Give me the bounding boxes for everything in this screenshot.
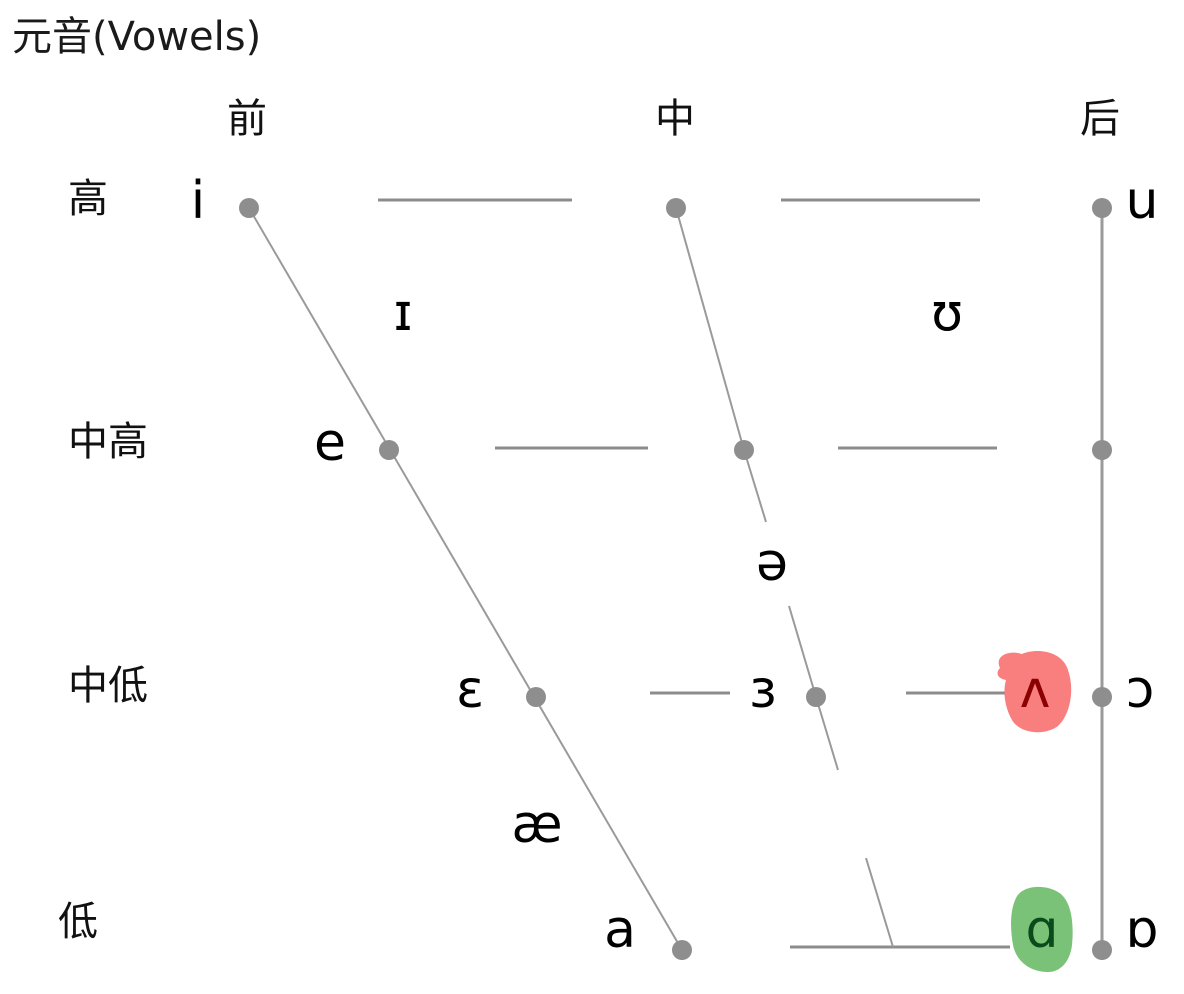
row-label-mid-high: 中高 <box>68 419 148 465</box>
column-headers: 前 中 后 <box>227 96 1120 142</box>
vowel-small-capital-i: ɪ <box>393 283 412 343</box>
column-header-back: 后 <box>1080 96 1120 142</box>
dot-a <box>672 940 692 960</box>
vowel-upsilon: ʊ <box>931 283 963 343</box>
vowel-symbols: i u ɪ ʊ e ə ɛ ɜ ʌ ɔ æ a ɑ ɒ <box>191 171 1159 960</box>
vowel-a: a <box>604 900 636 960</box>
vowel-e: e <box>314 413 346 473</box>
dot-i <box>239 198 259 218</box>
highlight-red-blob <box>997 651 1072 733</box>
dot-midhigh-central <box>734 440 754 460</box>
dot-e <box>379 440 399 460</box>
dot-midhigh-back <box>1092 440 1112 460</box>
dot-epsilon <box>526 687 546 707</box>
vowel-turned-script-a: ɒ <box>1125 900 1158 960</box>
vowel-turned-v: ʌ <box>1020 660 1051 720</box>
horizontal-guides <box>378 198 1010 949</box>
central-line-mid-c <box>815 696 839 771</box>
vowel-script-a: ɑ <box>1025 900 1058 960</box>
central-line-lower <box>865 857 894 948</box>
front-diagonal-line <box>248 207 683 951</box>
vowel-schwa: ə <box>756 533 788 593</box>
highlights <box>997 651 1073 973</box>
highlight-green-blob <box>1011 886 1073 973</box>
central-line <box>675 207 894 948</box>
vowel-ash: æ <box>511 795 562 855</box>
dot-high-central <box>666 198 686 218</box>
column-header-central: 中 <box>655 96 695 142</box>
dot-u <box>1092 198 1112 218</box>
row-label-high: 高 <box>68 176 108 222</box>
vowel-dots <box>239 198 1112 960</box>
vowel-open-o: ɔ <box>1126 660 1155 720</box>
vowel-open-e: ɛ <box>456 660 484 720</box>
vowel-i: i <box>191 171 205 231</box>
chart-title: 元音(Vowels) <box>12 14 261 60</box>
row-label-mid-low: 中低 <box>68 663 148 709</box>
column-header-front: 前 <box>227 96 267 142</box>
dot-open-o <box>1092 687 1112 707</box>
central-line-mid-b <box>788 605 817 698</box>
row-labels: 高 中高 中低 低 <box>58 176 148 945</box>
vowel-reversed-open-e: ɜ <box>749 660 777 720</box>
central-line-mid-a <box>743 449 767 523</box>
central-line-upper <box>675 207 745 451</box>
dot-midlow-central <box>806 687 826 707</box>
row-label-low: 低 <box>58 899 98 945</box>
vowel-u: u <box>1126 171 1159 231</box>
dot-turned-script-a <box>1092 940 1112 960</box>
